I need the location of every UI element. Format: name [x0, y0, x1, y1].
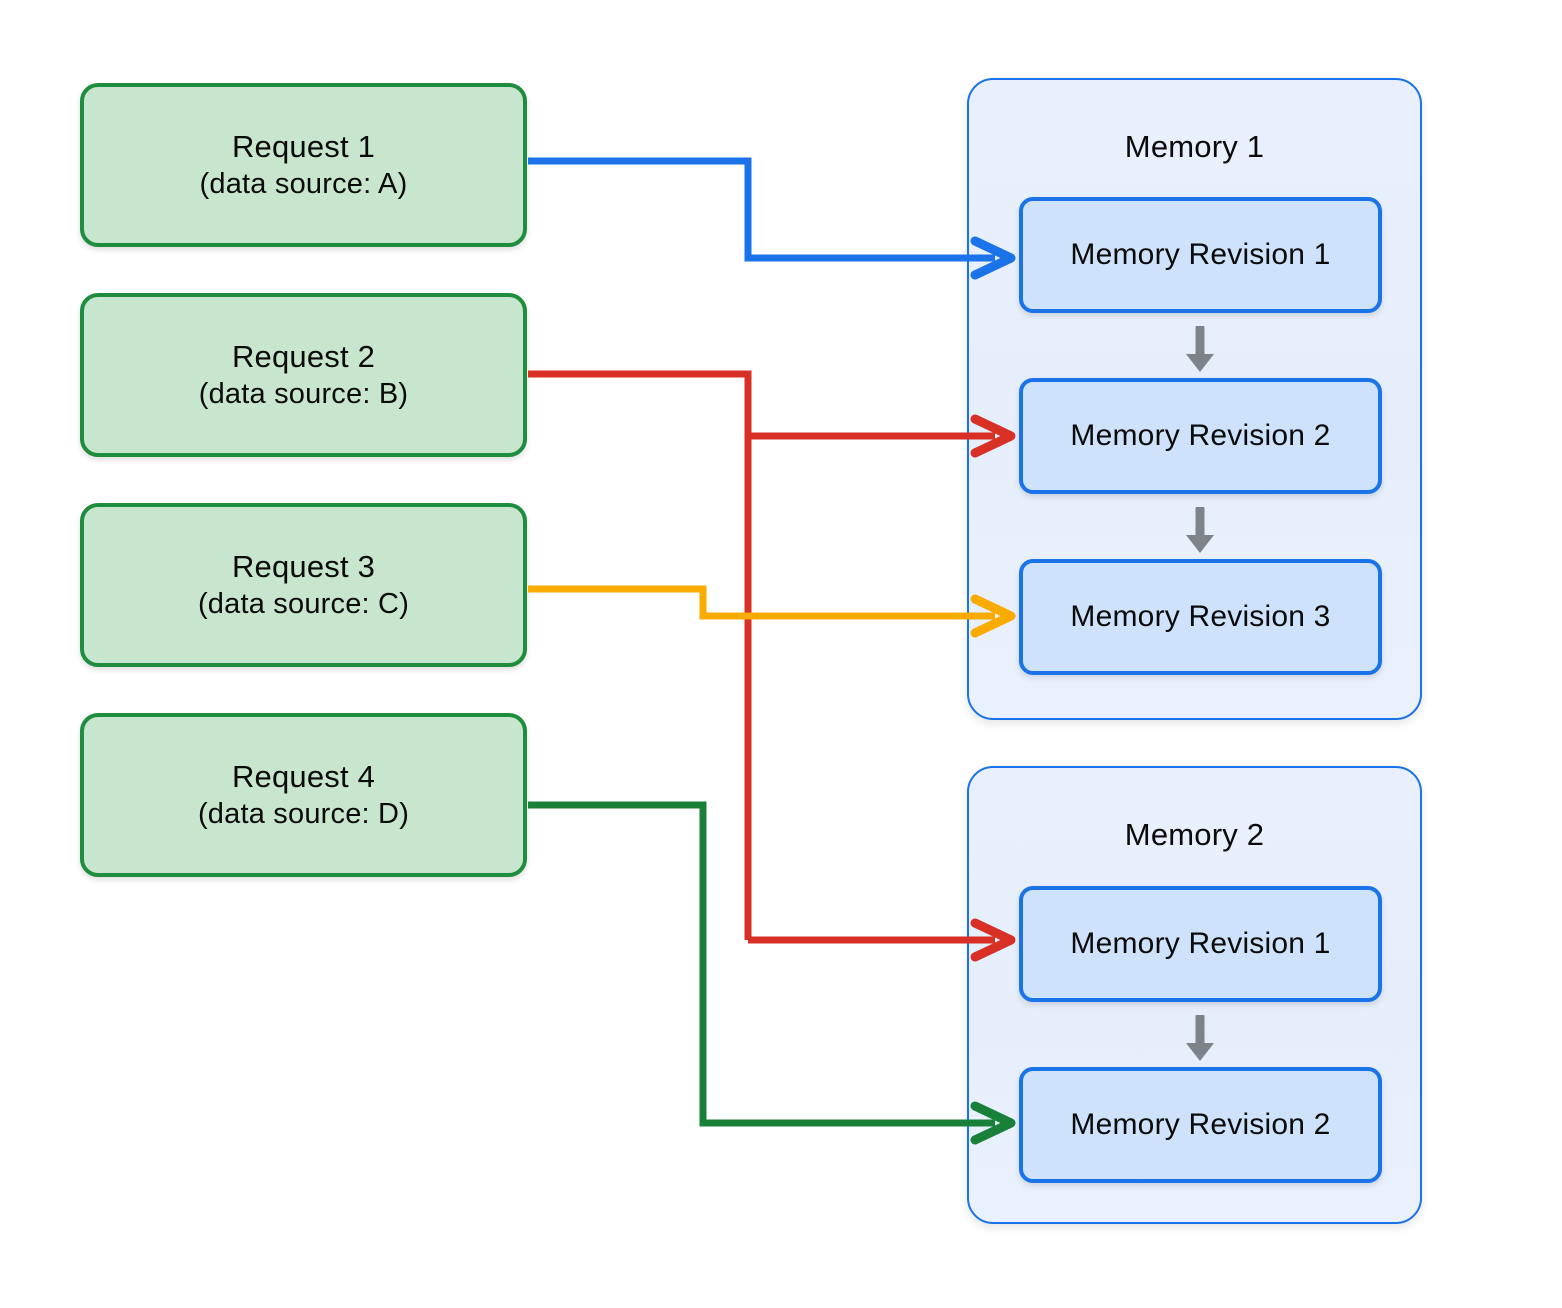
memory-panel-title: Memory 1	[1124, 129, 1265, 164]
request-title: Request 3	[231, 548, 376, 584]
revision-label: Memory Revision 2	[1070, 419, 1331, 452]
revision-flow-down-arrow-icon	[1186, 326, 1214, 372]
revision-label: Memory Revision 1	[1070, 238, 1331, 271]
connector-request-1-to-memory-1-revision-1	[528, 157, 995, 262]
connector-request-4-to-memory-2-revision-2	[528, 801, 995, 1127]
revision-flow-down-arrow-icon	[1186, 1015, 1214, 1061]
connector-request-2-to-memory-1-revision-2	[528, 370, 752, 940]
request-box-4[interactable]: Request 4 (data source: D)	[80, 713, 527, 877]
request-datasource: (data source: C)	[197, 588, 410, 621]
request-box-3[interactable]: Request 3 (data source: C)	[80, 503, 527, 667]
request-datasource: (data source: A)	[199, 168, 408, 201]
request-title: Request 4	[231, 758, 376, 794]
request-datasource: (data source: B)	[198, 378, 409, 411]
request-title: Request 1	[231, 128, 376, 164]
memory-1-revision-2[interactable]: Memory Revision 2	[1019, 378, 1382, 494]
request-title: Request 2	[231, 338, 376, 374]
request-box-2[interactable]: Request 2 (data source: B)	[80, 293, 527, 457]
revision-label: Memory Revision 3	[1070, 600, 1331, 633]
revision-label: Memory Revision 1	[1070, 927, 1331, 960]
connector-request-3-to-memory-1-revision-3	[528, 585, 995, 620]
memory-panel-title: Memory 2	[1124, 817, 1265, 852]
memory-panel-2[interactable]: Memory 2 Memory Revision 1 Memory Revisi…	[967, 766, 1422, 1224]
revision-flow-down-arrow-icon	[1186, 507, 1214, 553]
memory-1-revision-1[interactable]: Memory Revision 1	[1019, 197, 1382, 313]
memory-2-revision-2[interactable]: Memory Revision 2	[1019, 1067, 1382, 1183]
memory-panel-1[interactable]: Memory 1 Memory Revision 1 Memory Revisi…	[967, 78, 1422, 720]
request-box-1[interactable]: Request 1 (data source: A)	[80, 83, 527, 247]
request-datasource: (data source: D)	[197, 798, 410, 831]
memory-1-revision-3[interactable]: Memory Revision 3	[1019, 559, 1382, 675]
revision-label: Memory Revision 2	[1070, 1108, 1331, 1141]
memory-2-revision-1[interactable]: Memory Revision 1	[1019, 886, 1382, 1002]
